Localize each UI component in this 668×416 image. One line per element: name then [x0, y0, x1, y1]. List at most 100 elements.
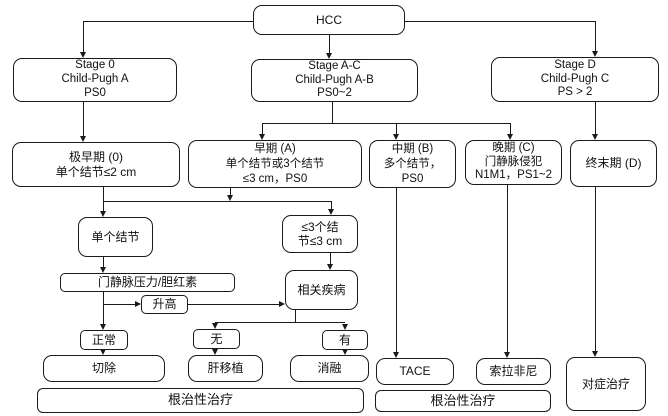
node-intermediate-line2: 多个结节， — [383, 157, 442, 170]
connector-hcc-staged-v — [595, 21, 597, 52]
node-intermediate: 中期 (B) 多个结节， PS0 — [369, 140, 456, 188]
node-stage-d: Stage D Child-Pugh C PS > 2 — [491, 57, 659, 102]
arrowhead — [135, 300, 141, 307]
node-tace: TACE — [376, 358, 454, 385]
node-early: 早期 (A) 单个结节或3个结节 ≤3 cm，PS0 — [188, 140, 362, 188]
connector-disease-stub — [295, 310, 297, 322]
connector-veryearly-single — [103, 187, 105, 212]
connector-single-portal — [103, 257, 105, 268]
arrowhead — [79, 136, 86, 142]
node-advanced-line2: 门静脉侵犯 — [484, 155, 543, 168]
node-advanced-line3: N1M1，PS1~2 — [474, 169, 553, 182]
connector-portal-normal — [103, 292, 105, 325]
arrowhead — [392, 352, 399, 358]
arrowhead — [326, 264, 333, 270]
connector-junction-le3 — [331, 201, 333, 210]
node-stage0-line3: PS0 — [84, 86, 106, 99]
node-stage0-line1: Stage 0 — [75, 59, 115, 72]
bar-curative-right-label: 根治性治疗 — [430, 392, 496, 408]
node-no-label: 无 — [210, 331, 223, 346]
node-associated-disease: 相关疾病 — [285, 270, 358, 310]
node-hcc: HCC — [253, 5, 405, 35]
node-early-line1: 早期 (A) — [254, 142, 296, 155]
connector-portal-elevated — [103, 304, 135, 306]
node-liver-transplant: 肝移植 — [188, 355, 263, 382]
node-intermediate-line1: 中期 (B) — [391, 142, 434, 155]
node-stage0-line2: Child-Pugh A — [61, 73, 129, 86]
arrowhead — [392, 134, 399, 140]
node-stage-d-line1: Stage D — [554, 58, 596, 71]
node-symptomatic-care-label: 对症治疗 — [581, 376, 630, 391]
node-terminal: 终末期 (D) — [570, 140, 657, 187]
node-advanced: 晚期 (C) 门静脉侵犯 N1M1，PS1~2 — [465, 140, 562, 185]
connector-terminal-symptomatic — [595, 187, 597, 352]
connector-hcc-stageac — [329, 35, 331, 54]
connector-hcc-staged-h — [405, 21, 595, 23]
arrowhead — [99, 349, 106, 355]
bar-curative-left-label: 根治性治疗 — [167, 392, 233, 408]
node-yes: 有 — [322, 330, 368, 350]
connector-elevated-disease — [188, 304, 279, 306]
node-ablation: 消融 — [290, 355, 369, 382]
arrowhead — [99, 211, 106, 217]
node-very-early: 极早期 (0) 单个结节≤2 cm — [12, 142, 180, 187]
arrowhead — [327, 209, 334, 215]
arrowhead — [99, 324, 106, 330]
node-portal-pressure-label: 门静脉压力/胆红素 — [97, 275, 198, 290]
node-resection: 切除 — [43, 355, 165, 382]
node-le3-nodules: ≤3个结 节≤3 cm — [282, 215, 358, 253]
node-ablation-label: 消融 — [317, 361, 342, 376]
node-tace-label: TACE — [399, 364, 431, 379]
arrowhead — [506, 134, 513, 140]
node-normal: 正常 — [80, 330, 128, 350]
node-associated-disease-label: 相关疾病 — [297, 282, 346, 297]
node-stage-d-line3: PS > 2 — [557, 86, 593, 99]
connector-le3-disease — [330, 253, 332, 265]
connector-branch-early — [262, 123, 264, 135]
node-stage-ac: Stage A-C Child-Pugh A-B PS0~2 — [251, 59, 418, 102]
connector-branch-intermediate — [396, 123, 398, 135]
node-stage-d-line2: Child-Pugh C — [540, 72, 610, 85]
connector-intermediate-tace — [396, 188, 398, 353]
connector-branch-advanced — [510, 123, 512, 135]
arrowhead — [591, 351, 598, 357]
node-single-nodule: 单个结节 — [78, 217, 153, 257]
connector-stageac-branch — [332, 102, 334, 124]
node-terminal-label: 终末期 (D) — [585, 156, 642, 171]
node-liver-transplant-label: 肝移植 — [207, 361, 244, 376]
node-very-early-line2: 单个结节≤2 cm — [55, 164, 137, 179]
node-normal-label: 正常 — [91, 332, 116, 347]
node-yes-label: 有 — [338, 332, 351, 347]
node-advanced-line1: 晚期 (C) — [492, 141, 535, 154]
arrowhead — [591, 134, 598, 140]
arrowhead — [99, 267, 106, 273]
node-elevated-label: 升高 — [152, 297, 177, 312]
node-stage-ac-line1: Stage A-C — [308, 59, 361, 72]
node-le3-nodules-line2: 节≤3 cm — [297, 234, 343, 248]
node-stage-ac-line2: Child-Pugh A-B — [295, 73, 374, 86]
node-symptomatic-care: 对症治疗 — [566, 357, 646, 411]
arrowhead — [503, 352, 510, 358]
node-early-line2: 单个结节或3个结节 — [225, 157, 325, 170]
node-single-nodule-label: 单个结节 — [91, 229, 140, 244]
node-stage0: Stage 0 Child-Pugh A PS0 — [13, 58, 177, 102]
arrowhead — [211, 349, 218, 355]
node-early-line3: ≤3 cm，PS0 — [242, 172, 308, 185]
connector-hcc-stage0-h — [83, 21, 253, 23]
node-intermediate-line3: PS0 — [401, 172, 424, 185]
node-resection-label: 切除 — [91, 361, 116, 376]
arrowhead — [341, 349, 348, 355]
connector-branch-h — [262, 123, 510, 125]
arrowhead — [325, 53, 332, 59]
arrowhead — [258, 134, 265, 140]
connector-hcc-stage0-v — [83, 21, 85, 53]
node-le3-nodules-line1: ≤3个结 — [301, 219, 339, 234]
arrowhead — [79, 52, 86, 58]
connector-junction-h — [103, 201, 331, 203]
bar-curative-left: 根治性治疗 — [37, 388, 364, 413]
node-sorafenib-label: 索拉非尼 — [489, 364, 538, 379]
node-sorafenib: 索拉非尼 — [476, 358, 551, 385]
connector-stage0-veryearly — [83, 102, 85, 137]
arrowhead — [279, 300, 285, 307]
